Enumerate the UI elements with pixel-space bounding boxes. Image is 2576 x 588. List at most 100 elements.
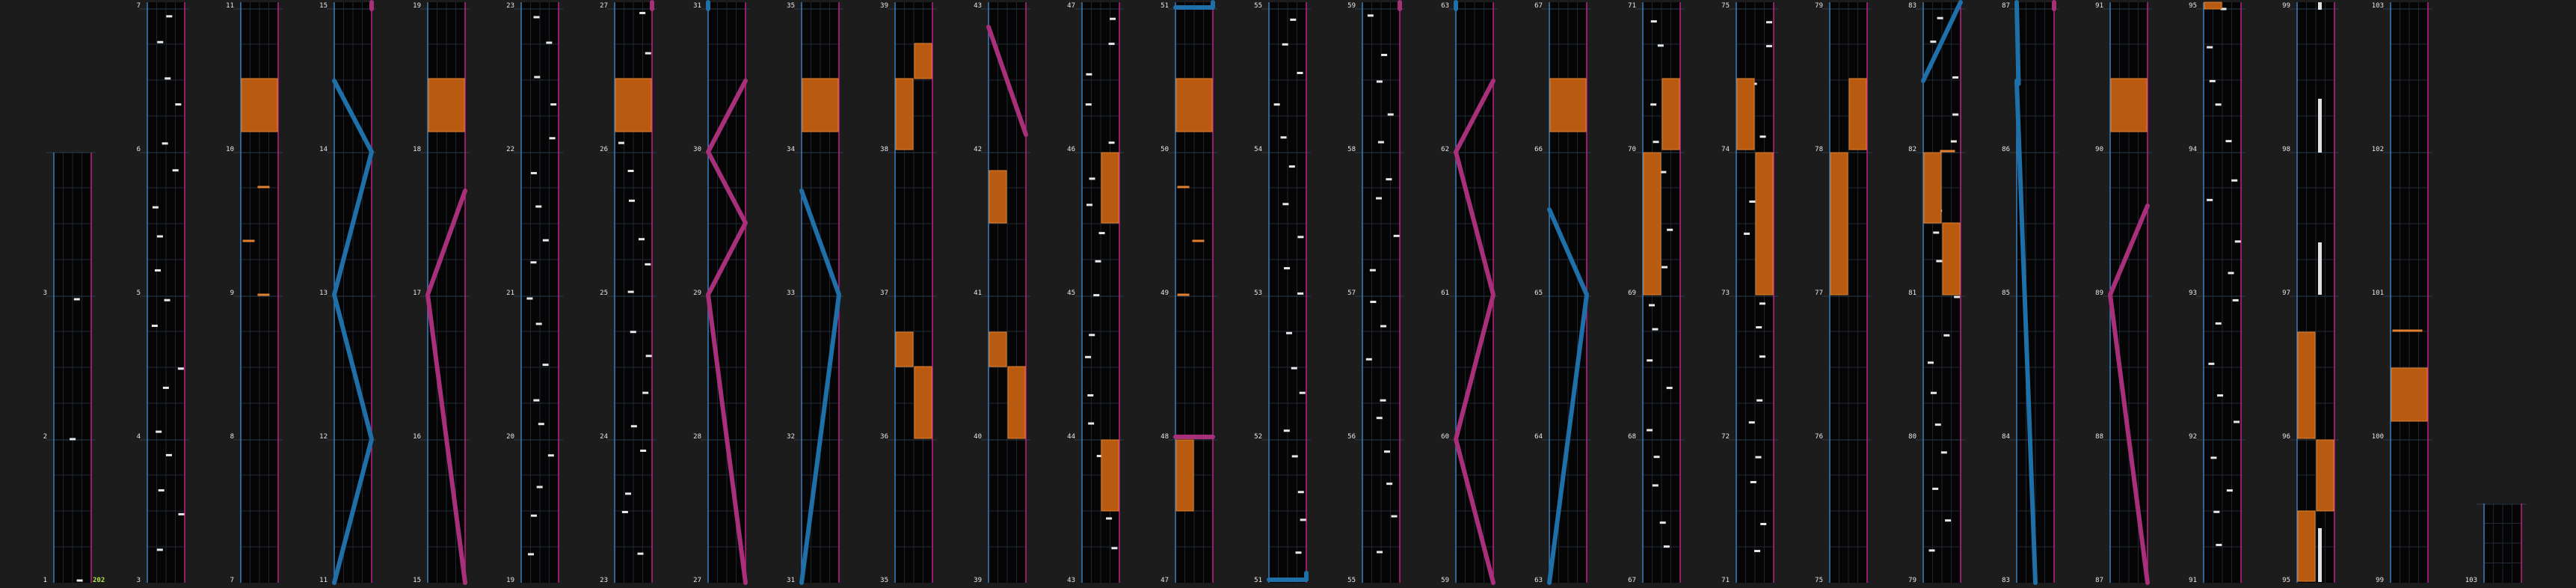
hold-note (1736, 78, 1755, 150)
measure-number: 41 (974, 290, 982, 297)
hold-note (1830, 152, 1848, 295)
tap-note (1085, 103, 1092, 106)
tap-note (2210, 456, 2217, 459)
measure-number: 101 (2372, 290, 2384, 297)
measure-number: 7 (137, 2, 141, 10)
tap-note (1653, 141, 1659, 144)
tap-note (528, 553, 535, 556)
hold-note (1942, 222, 1961, 295)
tap-note (1282, 203, 1289, 206)
tap-note (1755, 456, 1762, 459)
hold-note (914, 43, 932, 79)
tap-note (1750, 480, 1756, 483)
tap-note (625, 492, 632, 495)
measure-number: 62 (1441, 146, 1449, 153)
tap-note (1295, 551, 1302, 554)
measure-number: 73 (1721, 290, 1730, 297)
measure-number: 71 (1628, 2, 1636, 10)
hold-note (428, 78, 465, 132)
tap-note (151, 325, 158, 328)
tap-note (2226, 489, 2233, 492)
measure-number: 52 (1254, 433, 1262, 441)
measure-number: 79 (1815, 2, 1823, 10)
tap-note (630, 425, 637, 428)
hold-note (1101, 439, 1119, 512)
lane-column (2196, 2, 2245, 583)
tap-note (2215, 103, 2222, 106)
measure-number: 43 (974, 2, 982, 10)
tap-note (1765, 45, 1772, 48)
tap-note (1391, 515, 1398, 518)
measure-number: 93 (2189, 290, 2197, 297)
tap-note (2220, 7, 2227, 10)
measure-number: 69 (1628, 290, 1636, 297)
tap-note (640, 450, 647, 453)
hold-note (2110, 78, 2148, 132)
measure-number: 78 (1815, 146, 1823, 153)
hold-note (1549, 78, 1587, 132)
tap-note (526, 297, 533, 300)
tap-note (1282, 43, 1288, 46)
tap-note (1937, 16, 1943, 19)
tap-note (1393, 234, 1400, 237)
measure-number: 67 (1534, 2, 1543, 10)
tap-note (165, 77, 171, 80)
flick-note (242, 239, 255, 242)
tap-note (1387, 113, 1394, 116)
hold-note (2297, 510, 2316, 582)
measure-number: 89 (2095, 290, 2103, 297)
tap-note (1660, 171, 1667, 174)
measure-number: 56 (1347, 433, 1356, 441)
tap-note (76, 579, 83, 582)
measure-number: 60 (1441, 433, 1449, 441)
tap-note (164, 298, 170, 301)
tap-note (2234, 240, 2241, 243)
lane-column (2477, 503, 2526, 583)
measure-number: 59 (1347, 2, 1356, 10)
measure-number: 95 (2282, 577, 2290, 584)
tap-note (535, 205, 542, 208)
tap-note (1098, 232, 1105, 235)
measure-number: 68 (1628, 433, 1636, 441)
tap-note (1652, 328, 1659, 331)
tap-note (1945, 519, 1952, 522)
tap-note (1950, 140, 1957, 143)
tap-note (1933, 231, 1940, 234)
measure-number: 103 (2465, 577, 2477, 584)
measure-number: 50 (1161, 146, 1169, 153)
measure-number: 33 (787, 290, 795, 297)
hold-note (802, 78, 839, 132)
white-hold (2318, 99, 2322, 153)
tap-note (1934, 423, 1941, 426)
tap-note (1650, 103, 1657, 106)
lane-column (1261, 2, 1311, 583)
measure-number: 23 (600, 577, 608, 584)
measure-number: 99 (2376, 577, 2384, 584)
tap-note (639, 238, 645, 241)
tap-note (1291, 367, 1297, 370)
hold-note (1007, 366, 1026, 439)
tap-note (1376, 197, 1383, 200)
measure-number: 38 (880, 146, 888, 153)
measure-number: 99 (2282, 2, 2290, 10)
measure-number: 7 (230, 577, 234, 584)
measure-number: 25 (600, 290, 608, 297)
tap-note (1662, 266, 1668, 269)
lane-column (2383, 2, 2432, 583)
lane-column (514, 2, 563, 583)
measure-number: 26 (600, 146, 608, 153)
measure-number: 100 (2372, 433, 2384, 441)
measure-number: 31 (787, 577, 795, 584)
tap-note (1380, 325, 1387, 328)
measure-number: 18 (413, 146, 421, 153)
flick-note (257, 186, 270, 189)
lane-column (1075, 2, 1124, 583)
measure-number: 58 (1347, 146, 1356, 153)
measure-number: 49 (1161, 290, 1169, 297)
tap-note (1766, 21, 1773, 24)
measure-number: 23 (506, 2, 514, 10)
hold-note (1175, 439, 1194, 512)
combo-count: 202 (93, 577, 105, 584)
measure-number: 71 (1721, 577, 1730, 584)
tap-note (1650, 20, 1657, 23)
